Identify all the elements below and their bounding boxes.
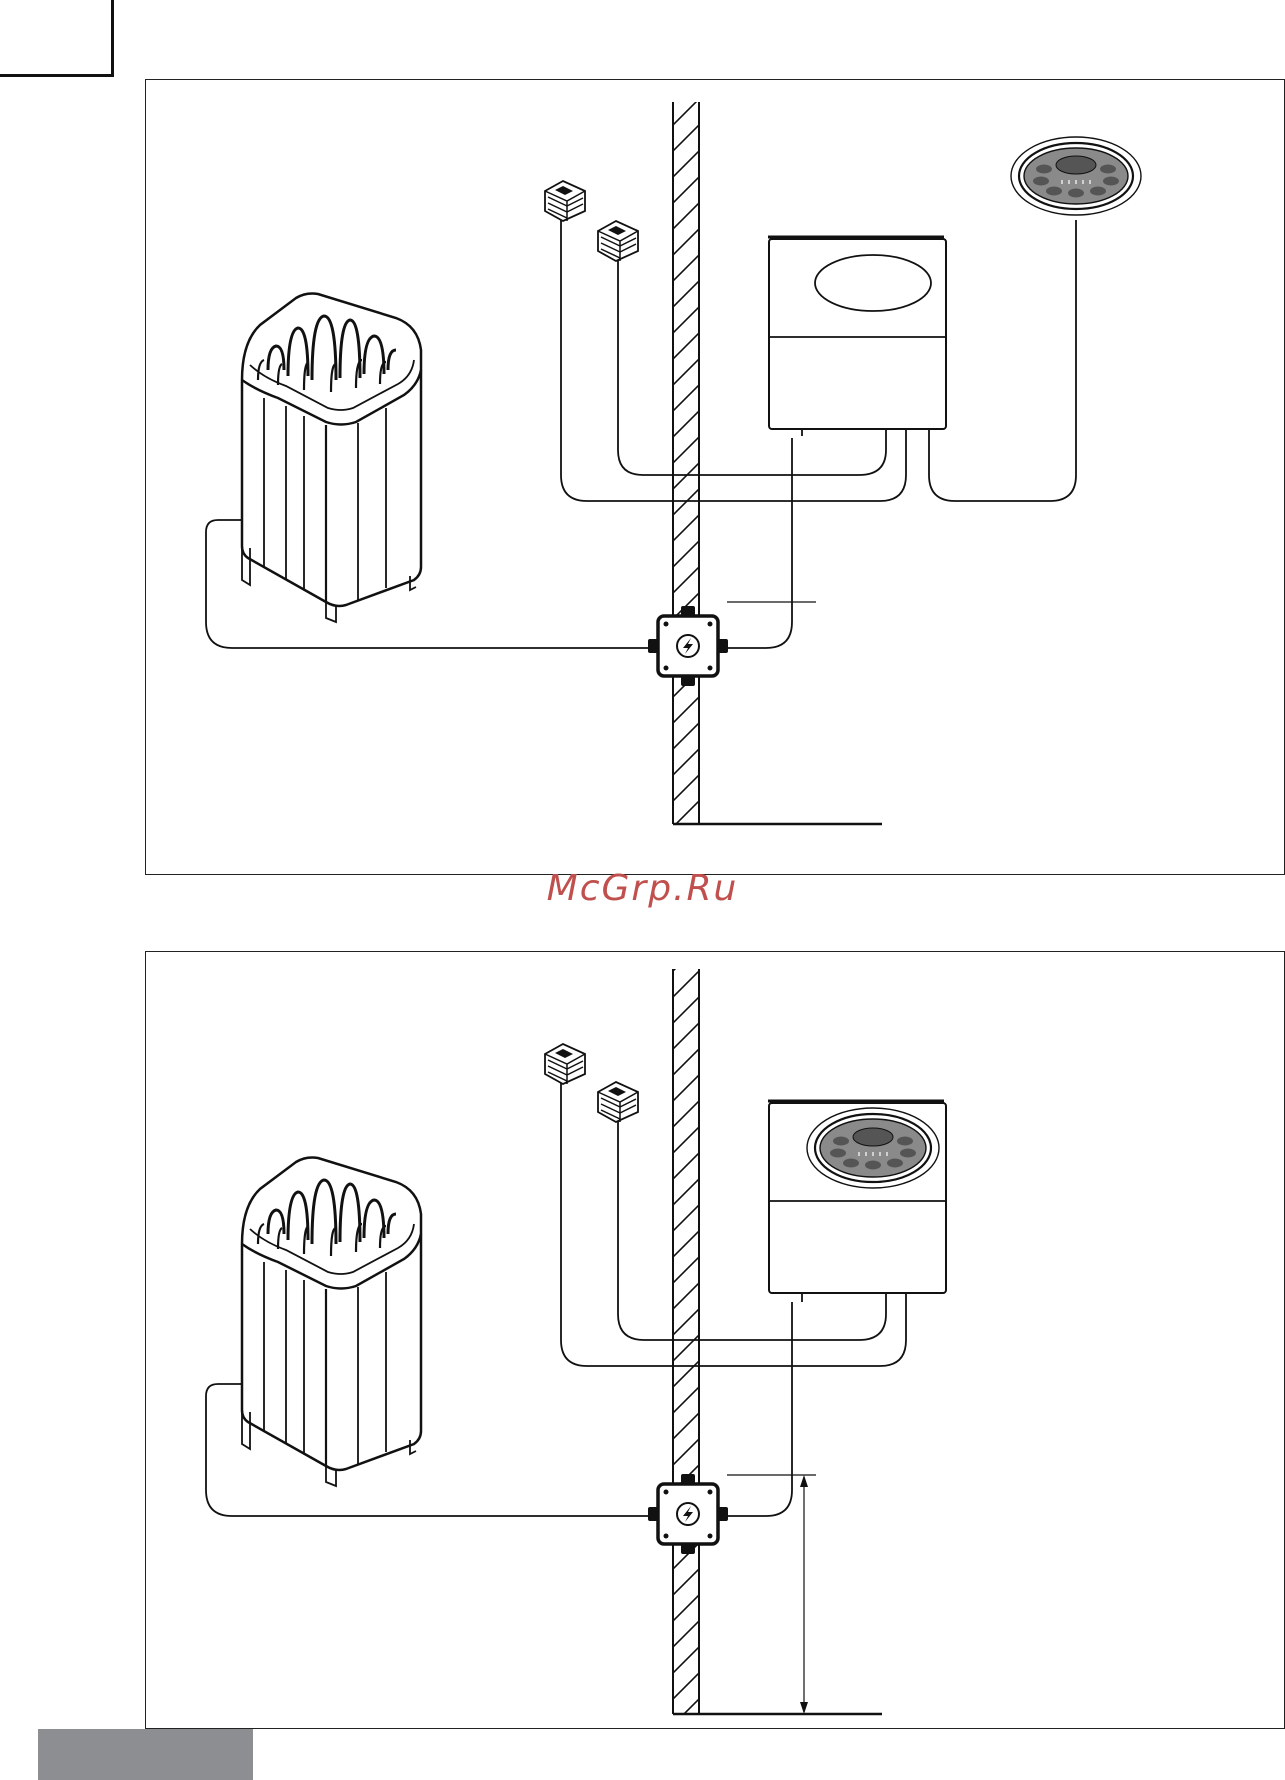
sauna-heater (242, 1158, 421, 1487)
watermark: McGrp.Ru (0, 868, 1285, 909)
sensor-1 (545, 181, 585, 221)
wall (673, 969, 882, 1714)
control-panel-icon (807, 1108, 939, 1188)
junction-box (648, 1474, 728, 1554)
wiring-diagram-top (145, 79, 1285, 875)
wiring-diagram-top-svg (146, 80, 1285, 876)
wiring-diagram-bottom (145, 951, 1285, 1729)
control-unit (768, 1101, 946, 1302)
sensor-icon (598, 221, 638, 261)
sensor-icon (598, 1082, 638, 1122)
sensor-2 (598, 1082, 638, 1122)
sensor-icon (545, 1044, 585, 1084)
page-corner-tab (0, 0, 114, 77)
height-dimension (727, 1475, 816, 1714)
wall (673, 102, 882, 824)
sauna-heater-icon (242, 294, 421, 623)
sensor-2 (598, 221, 638, 261)
wiring-diagram-bottom-svg (146, 952, 1285, 1730)
sauna-heater (242, 294, 421, 623)
control-unit (768, 237, 946, 436)
footer-bar (38, 1729, 253, 1780)
control-unit-icon (768, 237, 946, 436)
sensor-1 (545, 1044, 585, 1084)
control-panel-icon (1011, 137, 1141, 215)
sensor-icon (545, 181, 585, 221)
sauna-heater-icon (242, 1158, 421, 1487)
control-panel (1011, 137, 1141, 215)
lightning-icon (677, 635, 699, 657)
lightning-icon (677, 1503, 699, 1525)
junction-box (648, 606, 728, 686)
